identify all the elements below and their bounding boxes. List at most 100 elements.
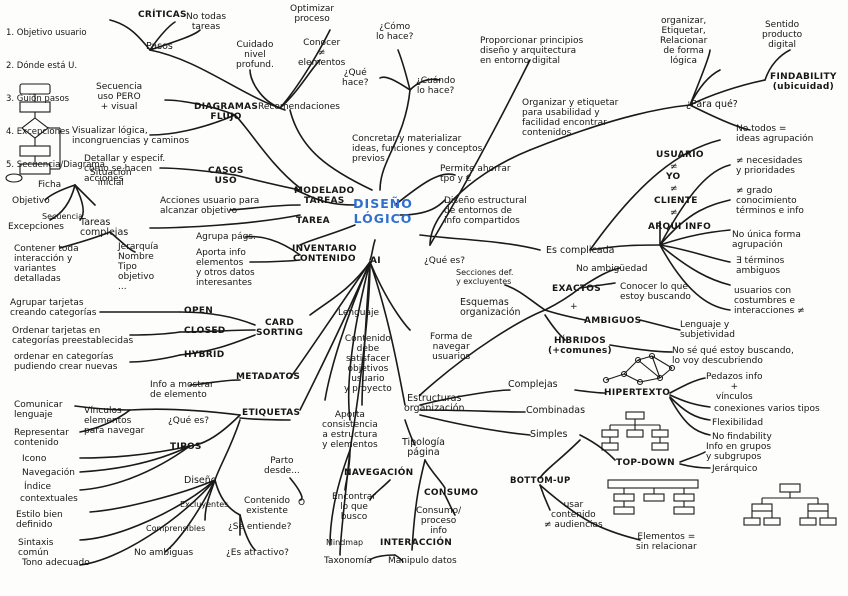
connector bbox=[349, 261, 371, 451]
exactos-node: EXACTOS bbox=[552, 284, 602, 294]
ambiguos-node: AMBIGUOS bbox=[584, 316, 642, 326]
connector bbox=[149, 49, 286, 111]
modelado-tareas-node: MODELADO TAREAS bbox=[294, 186, 355, 206]
connector bbox=[79, 445, 191, 473]
connector bbox=[289, 261, 371, 379]
que-hace-question: ¿Qué hace? bbox=[342, 68, 369, 88]
connector bbox=[164, 479, 216, 553]
info-mostrar-label: Info a mostrar de elemento bbox=[150, 380, 214, 400]
connector bbox=[294, 189, 356, 206]
excluyentes-label: Excluyentes bbox=[180, 500, 229, 509]
connector bbox=[79, 445, 191, 491]
cuidado-label: Cuidado nivel profund. bbox=[236, 40, 274, 70]
connector bbox=[159, 167, 236, 176]
diagramas-flujo-node: DIAGRAMAS FLUJO bbox=[194, 102, 259, 122]
connector bbox=[234, 114, 301, 189]
connector bbox=[419, 414, 531, 436]
connector bbox=[394, 554, 404, 563]
jerarquico-label: Jerárquico bbox=[712, 464, 758, 474]
connector bbox=[409, 78, 441, 91]
sintaxis-label: Sintaxis común bbox=[18, 538, 54, 558]
connector bbox=[579, 282, 616, 289]
acciones-usuario-label: Acciones usuario para alcanzar objetivo bbox=[160, 196, 260, 216]
card-sorting-node: CARD SORTING bbox=[256, 318, 304, 338]
jerarquia-list: Jerarquía Nombre Tipo objetivo ... bbox=[118, 242, 159, 292]
taxonomia-label: Taxonomía bbox=[324, 556, 373, 566]
comunicar-label: Comunicar lenguaje bbox=[14, 400, 63, 420]
navegacion-node: NAVEGACIÓN bbox=[344, 468, 414, 478]
organizar-label: Organizar y etiquetar para usabilidad y … bbox=[522, 98, 619, 138]
pasos-node: Pasos bbox=[146, 41, 173, 52]
connector bbox=[504, 284, 546, 311]
secuencia-label: Secuencia uso PERO + visual bbox=[96, 82, 143, 112]
connector bbox=[669, 394, 711, 408]
connector bbox=[239, 417, 291, 421]
connector bbox=[444, 494, 456, 516]
tipos-node: TIPOS bbox=[170, 442, 202, 452]
step-item: 3. Guión pasos bbox=[6, 94, 70, 104]
connector bbox=[249, 259, 301, 263]
findability-label: FINDABILITY (ubicuidad) bbox=[770, 72, 837, 92]
connector bbox=[429, 59, 531, 246]
connector bbox=[529, 104, 691, 151]
connector bbox=[49, 184, 76, 221]
secuencia-small-label: Secuencia bbox=[42, 212, 83, 221]
connector bbox=[589, 139, 721, 251]
contenido-debe-label: Contenido debe satisfacer objetivos usua… bbox=[344, 334, 392, 394]
representar-label: Representar contenido bbox=[14, 428, 69, 448]
tono-label: Tono adecuado bbox=[22, 558, 90, 568]
closed-node: CLOSED bbox=[184, 326, 226, 336]
connector bbox=[429, 149, 531, 246]
para-que-question: ¿Para qué? bbox=[686, 99, 738, 110]
connector bbox=[579, 434, 616, 461]
inventario-contenido-node: INVENTARIO CONTENIDO bbox=[292, 244, 357, 264]
tarea-node: TAREA bbox=[296, 216, 330, 226]
situacion-label: Situación inicial bbox=[90, 168, 132, 188]
bottom-up-tree-icon bbox=[607, 479, 699, 515]
vinculos-label: Vínculos elementos para navegar bbox=[84, 406, 145, 436]
connector bbox=[424, 459, 446, 489]
connector bbox=[669, 396, 711, 421]
connector bbox=[179, 329, 256, 333]
connector bbox=[189, 414, 241, 447]
connector bbox=[764, 49, 791, 81]
connector bbox=[689, 49, 711, 106]
no-findability-label: No findability bbox=[712, 432, 772, 442]
connector bbox=[689, 104, 751, 131]
connector bbox=[109, 231, 136, 253]
flexibilidad-label: Flexibilidad bbox=[712, 418, 764, 428]
connector bbox=[324, 261, 371, 401]
hibridos-node: HÍBRIDOS (+comunes) bbox=[548, 336, 612, 356]
connector bbox=[79, 409, 131, 433]
estilo-label: Estilo bien definido bbox=[16, 510, 63, 530]
connector bbox=[74, 184, 85, 221]
connector bbox=[399, 199, 446, 216]
connector bbox=[639, 319, 681, 331]
esquemas-organizacion-node: Esquemas organización bbox=[460, 297, 521, 318]
connector bbox=[679, 463, 711, 469]
secciones-label: Secciones def. y excluyentes bbox=[456, 268, 514, 286]
lenguaje-subjetividad-label: Lenguaje y subjetividad bbox=[680, 320, 735, 340]
ordenar-label: Ordenar tarjetas en categorías preestabl… bbox=[12, 326, 134, 346]
organizar-etiquetar-label: organizar, Etiquetar, Relacionar de form… bbox=[660, 16, 708, 66]
casos-uso-node: CASOS USO bbox=[208, 166, 244, 186]
es-complicada-label: Es complicada bbox=[546, 245, 615, 256]
aporta-info-label: Aporta info elementos y otros datos inte… bbox=[196, 248, 255, 288]
comprensibles-label: Comprensibles bbox=[146, 524, 206, 533]
metadatos-node: METADATOS bbox=[236, 372, 301, 382]
connector bbox=[74, 184, 96, 206]
usuarios-costumbres-label: usuarios con costumbres e interacciones … bbox=[734, 286, 805, 316]
connector bbox=[234, 174, 301, 191]
connector bbox=[329, 449, 351, 546]
connector bbox=[79, 479, 216, 566]
o-label: O bbox=[298, 498, 306, 508]
connector bbox=[59, 231, 111, 249]
criticas-label: CRÍTICAS bbox=[138, 10, 187, 20]
recomendaciones-node: Recomendaciones bbox=[258, 102, 340, 112]
connector bbox=[229, 204, 301, 211]
concretar-label: Concretar y materializar ideas, funcione… bbox=[352, 134, 483, 164]
connector bbox=[299, 224, 356, 246]
open-node: OPEN bbox=[184, 306, 214, 316]
contener-label: Contener toda interacción y variantes de… bbox=[14, 244, 79, 284]
